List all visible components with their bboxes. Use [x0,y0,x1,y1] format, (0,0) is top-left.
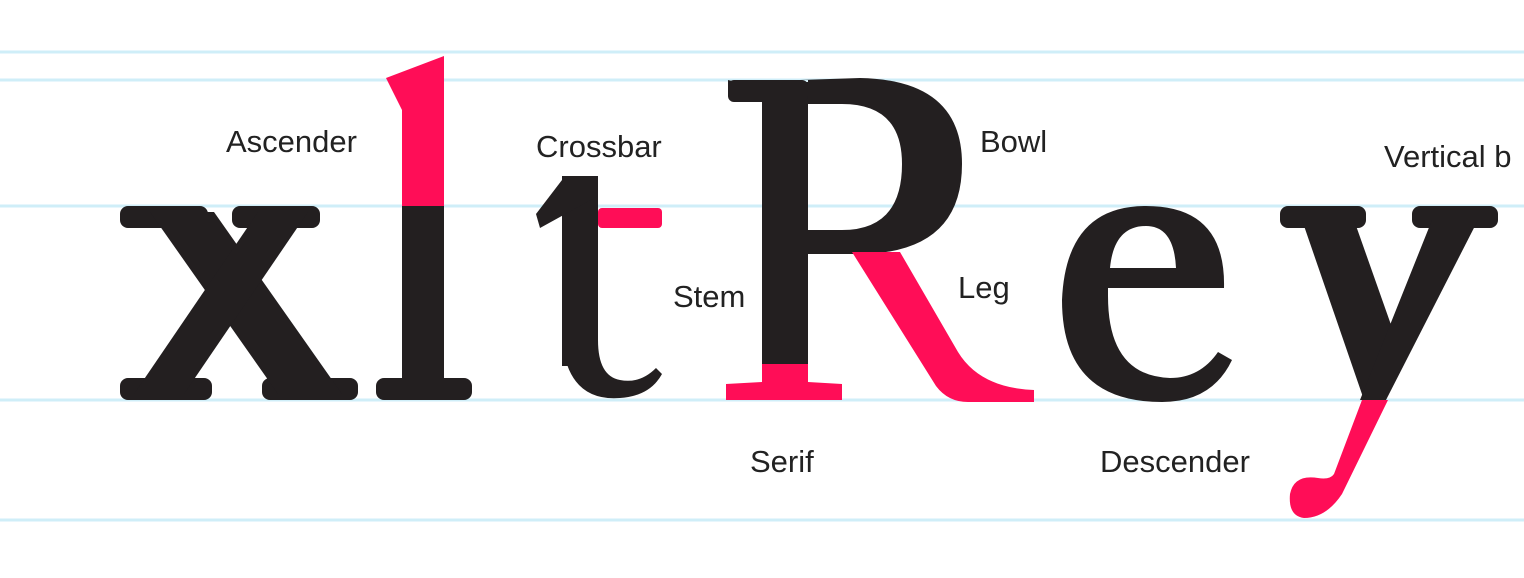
glyph-l [376,56,472,400]
descender-highlight [1289,400,1388,518]
descender-label: Descender [1100,444,1250,479]
stem-label: Stem [673,279,746,314]
leg-label: Leg [958,270,1010,305]
glyph-r [726,78,1034,402]
glyph-e [1062,206,1232,402]
crossbar-label: Crossbar [536,129,662,164]
glyph-y [1280,206,1498,518]
leg-highlight [852,252,1034,402]
bowl-label: Bowl [980,124,1048,159]
ascender-label: Ascender [226,124,357,159]
glyph-x [120,206,358,400]
glyph-t [536,176,662,399]
crossbar-highlight [598,208,662,228]
stem-shape [762,82,808,366]
serif-label: Serif [750,444,814,479]
serif-highlight [726,364,842,400]
vertical-label: Vertical b [1384,139,1512,174]
bowl-shape [728,78,962,254]
